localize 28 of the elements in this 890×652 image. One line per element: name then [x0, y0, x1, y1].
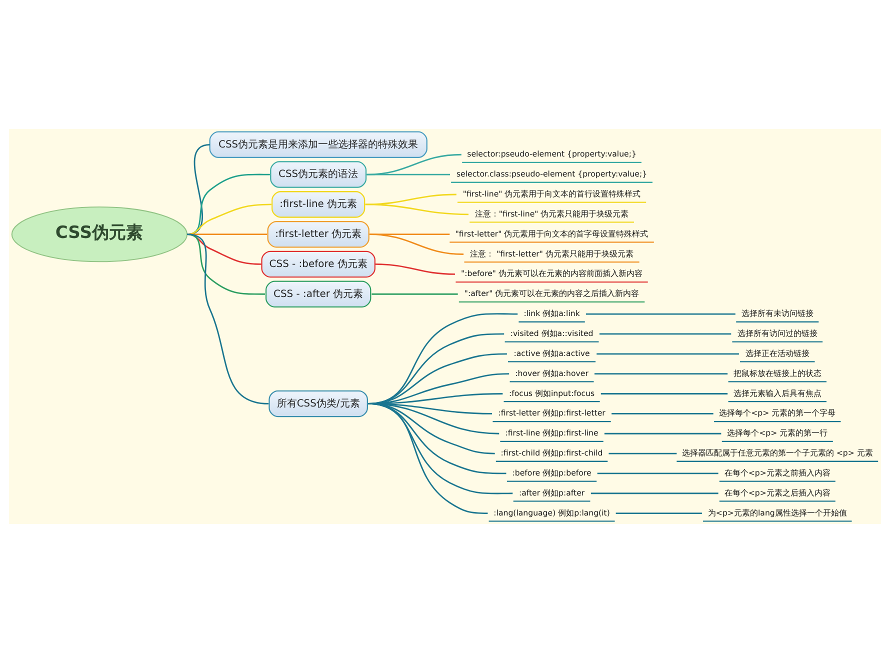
- connector: [586, 312, 736, 314]
- connector: [365, 193, 456, 205]
- connector: [590, 492, 718, 494]
- node-box: :first-line 伪元素: [272, 190, 366, 218]
- connector: [368, 402, 488, 514]
- connector: [616, 512, 702, 514]
- connector: [600, 392, 728, 394]
- connector: [612, 412, 714, 414]
- connector: [597, 472, 718, 474]
- connector: [366, 173, 450, 175]
- connector: [608, 452, 677, 454]
- connector: [604, 432, 722, 434]
- node-box: CSS伪元素的语法: [270, 160, 367, 188]
- node-box: CSS - :after 伪元素: [265, 280, 372, 307]
- connector: [187, 233, 268, 235]
- connector: [599, 332, 732, 334]
- connector: [594, 372, 728, 374]
- connector: [366, 153, 462, 175]
- connector: [596, 352, 739, 354]
- node-box: 所有CSS伪类/元素: [268, 390, 368, 417]
- node-box: :first-letter 伪元素: [267, 220, 370, 248]
- connector: [365, 203, 469, 215]
- node-box: CSS伪元素是用来添加一些选择器的特殊效果: [209, 130, 428, 158]
- node-box: CSS - :before 伪元素: [261, 250, 376, 278]
- node-ellipse: CSS伪元素: [11, 206, 188, 262]
- connector: [370, 233, 464, 254]
- connector: [375, 263, 455, 274]
- connector: [372, 292, 458, 294]
